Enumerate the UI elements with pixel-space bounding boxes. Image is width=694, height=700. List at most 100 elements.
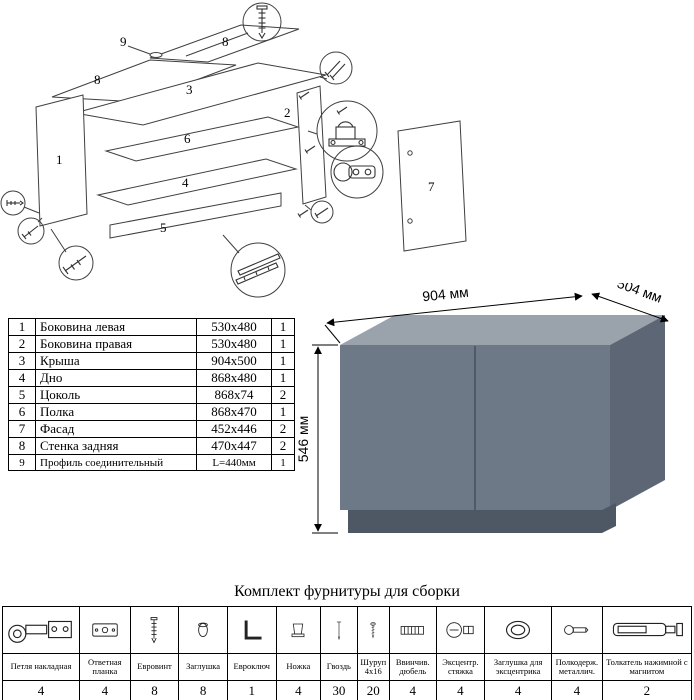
callout-hardware-drawings: [6, 5, 376, 285]
hardware-icon-cell: [320, 606, 358, 654]
cabinet-top-face: [340, 315, 665, 345]
part-label-8b: 8: [222, 34, 229, 49]
part-qty: 1: [271, 318, 295, 336]
part-qty: 2: [271, 420, 295, 438]
part-size: 452x446: [196, 420, 272, 438]
part-number: 1: [8, 318, 36, 336]
cam-cap-icon: [506, 620, 531, 640]
hardware-item-name: Ножка: [275, 653, 322, 681]
part-number: 9: [8, 454, 36, 471]
part-number: 6: [8, 403, 36, 421]
hardware-icons-row: [2, 606, 693, 654]
part-size: 904x500: [196, 352, 272, 370]
height-dimension-label: 546 мм: [295, 416, 311, 463]
right-side-panel: [296, 85, 327, 205]
hardware-item-qty: 4: [484, 680, 553, 700]
hinge-icon: [8, 620, 72, 643]
part-qty: 1: [271, 335, 295, 353]
table-row: 1 Боковина левая 530x480 1: [8, 318, 295, 336]
hardware-item-qty: 4: [79, 680, 131, 700]
part-name: Крыша: [35, 352, 197, 370]
part-label-1: 1: [56, 152, 63, 167]
hardware-item-qty: 4: [275, 680, 322, 700]
hardware-item-name: Петля накладная: [2, 653, 80, 681]
table-row: 7 Фасад 452x446 2: [8, 420, 295, 438]
push-latch-icon: [612, 622, 683, 637]
door-hinge-hole: [407, 218, 413, 224]
hardware-table: Петля накладная Ответная планка Евровинт…: [2, 606, 693, 700]
cap-icon: [198, 622, 208, 638]
door-hinge-hole: [407, 150, 413, 156]
hardware-kit-title: Комплект фурнитуры для сборки: [234, 583, 460, 600]
part-name: Стенка задняя: [35, 437, 197, 455]
back-panel-right: [149, 24, 300, 63]
part-size: 868x480: [196, 369, 272, 387]
back-panel-left: [51, 59, 237, 103]
part-name: Цоколь: [35, 386, 197, 404]
hardware-item-name: Полкодерж. металлич.: [551, 653, 603, 681]
hardware-item-name: Заглушка: [178, 653, 228, 681]
hardware-item-name: Заглушка для эксцентрика: [484, 653, 553, 681]
table-row: 6 Полка 868x470 1: [8, 403, 295, 421]
part-size: 868x470: [196, 403, 272, 421]
part-label-9: 9: [120, 34, 127, 49]
door-panel: [397, 120, 467, 252]
part-size: 470x447: [196, 437, 272, 455]
part-name: Боковина левая: [35, 318, 197, 336]
dimension-lines: [312, 292, 669, 534]
part-number: 5: [8, 386, 36, 404]
table-row: 2 Боковина правая 530x480 1: [8, 335, 295, 353]
hardware-item-name: Толкатель нажимной с магнитом: [601, 653, 693, 681]
hardware-icon-cell: [226, 606, 277, 654]
foot-icon: [291, 623, 305, 638]
part-size: L=440мм: [196, 454, 272, 471]
cabinet-side-face: [610, 315, 665, 510]
cam-lock-icon: [446, 622, 475, 638]
part-number: 2: [8, 335, 36, 353]
part-label-6: 6: [184, 131, 191, 146]
hardware-icon-cell: [389, 606, 437, 654]
threaded-dowel-icon: [400, 626, 424, 635]
plinth-front: [348, 510, 602, 533]
part-name: Полка: [35, 403, 197, 421]
part-number: 7: [8, 420, 36, 438]
part-label-2: 2: [284, 105, 291, 120]
screw-icon: [370, 622, 376, 639]
hardware-item-qty: 20: [356, 680, 391, 700]
hardware-item-qty: 2: [601, 680, 693, 700]
part-qty: 1: [271, 352, 295, 370]
part-number: 4: [8, 369, 36, 387]
part-label-4: 4: [182, 175, 189, 190]
hardware-item-qty: 1: [226, 680, 277, 700]
hardware-item-qty: 8: [129, 680, 180, 700]
hardware-icon-cell: [129, 606, 180, 654]
exploded-diagram: 9 8 8 3 2 1 6 4 5 7: [0, 2, 467, 298]
hardware-icon-cell: [356, 606, 391, 654]
hardware-quantities-row: 4 4 8 8 1 4 30 20 4 4 4 4 2: [2, 680, 693, 700]
hardware-item-name: Гвоздь: [320, 653, 358, 681]
hardware-item-name: Ответная планка: [79, 653, 131, 681]
plinth-panel: [109, 192, 282, 239]
nail-icon: [336, 621, 341, 641]
strike-plate-icon: [92, 623, 118, 637]
table-row: 5 Цоколь 868x74 2: [8, 386, 295, 404]
hardware-icon-cell: [275, 606, 322, 654]
depth-dimension-label: 504 мм: [615, 283, 664, 306]
part-name: Фасад: [35, 420, 197, 438]
hardware-item-qty: 4: [389, 680, 437, 700]
euro-screw-icon: [151, 617, 158, 644]
hardware-item-qty: 4: [551, 680, 603, 700]
hardware-names-row: Петля накладная Ответная планка Евровинт…: [2, 653, 693, 681]
table-row: 8 Стенка задняя 470x447 2: [8, 437, 295, 455]
part-qty: 1: [271, 369, 295, 387]
hardware-item-qty: 4: [2, 680, 80, 700]
profile-connector: [149, 52, 163, 58]
hardware-item-name: Эксцентр. стяжка: [435, 653, 486, 681]
part-label-7: 7: [428, 179, 435, 194]
hardware-item-name: Евроключ: [226, 653, 277, 681]
top-panel: [74, 62, 327, 126]
part-qty: 1: [271, 454, 295, 471]
hardware-item-name: Ввинчив. дюбель: [389, 653, 437, 681]
part-label-8a: 8: [94, 72, 101, 87]
